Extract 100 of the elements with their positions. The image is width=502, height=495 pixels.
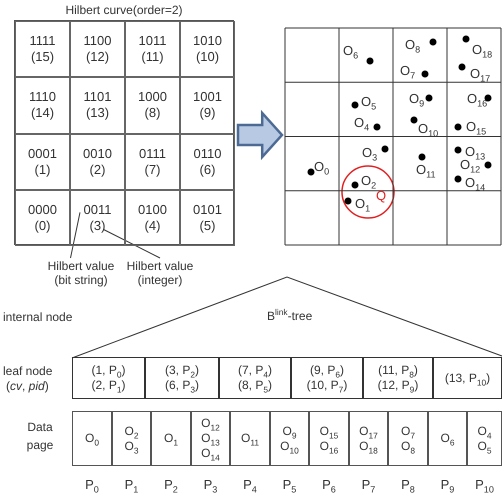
grid-cell — [70, 77, 125, 134]
grid-cell — [180, 77, 235, 134]
page-id: P$_{3}$ — [202, 478, 218, 492]
annotation-text: Hilbert value (bit string) — [46, 259, 116, 287]
grid-cell — [125, 77, 180, 134]
hilbert-integer: (4) — [144, 218, 160, 234]
block-arrow — [236, 110, 284, 160]
hilbert-bit-string: 0111 — [139, 146, 166, 162]
data-page-cell: O$_{2}$ O$_{3}$ — [112, 411, 151, 466]
grid-cell — [70, 190, 125, 246]
hilbert-bit-string: 0100 — [138, 202, 167, 218]
leaf-entry: (11, P$_{8}$) (12, P$_{9}$) — [363, 357, 433, 399]
hilbert-integer: (15) — [30, 49, 54, 66]
point-label: O$_{13}$ — [465, 145, 486, 160]
hilbert-integer: (11) — [141, 49, 164, 66]
hilbert-integer: (5) — [200, 218, 216, 234]
grid-cell — [180, 134, 235, 190]
data-page-cell: O$_{4}$ O$_{5}$ — [467, 411, 502, 466]
hilbert-bit-string: 1010 — [193, 33, 222, 50]
row-label: (cv, pid) — [6, 380, 49, 394]
hilbert-bit-string: 1011 — [138, 33, 166, 50]
tree-label: B$^{link}$-tree — [267, 310, 312, 324]
data-page-cell: O$_{1}$ — [151, 411, 191, 466]
grid-cell — [15, 134, 70, 190]
grid-cell — [15, 190, 70, 246]
point-label: O$_{4}$ — [354, 116, 370, 130]
point-label: O$_{2}$ — [361, 174, 376, 188]
leader-line — [102, 228, 160, 258]
hilbert-bit-string: 0101 — [193, 202, 222, 218]
grid-cell — [125, 134, 180, 190]
page-id: P$_{10}$ — [474, 478, 494, 492]
hilbert-integer: (6) — [200, 162, 216, 178]
grid-cell — [125, 190, 180, 246]
grid-cell — [70, 134, 125, 190]
grid-cell — [180, 21, 235, 78]
leaf-entry: (1, P$_{0}$) (2, P$_{1}$) — [72, 357, 145, 399]
hilbert-bit-string: 1000 — [138, 89, 167, 106]
leaf-entry: (7, P$_{4}$) (8, P$_{5}$) — [219, 357, 291, 399]
page-id: P$_{6}$ — [321, 478, 337, 492]
page-id: P$_{5}$ — [282, 478, 298, 492]
data-page-cell: O$_{9}$ O$_{10}$ — [270, 411, 309, 466]
point-label: O$_{3}$ — [362, 146, 378, 160]
hilbert-bit-string: 1100 — [84, 33, 112, 50]
grid-title: Hilbert curve(order=2) — [64, 4, 184, 18]
hilbert-integer: (13) — [86, 105, 110, 122]
point-label: O$_{1}$ — [355, 197, 370, 212]
hilbert-bit-string: 0010 — [83, 146, 112, 162]
point-label: O$_{14}$ — [465, 176, 486, 190]
leaf-entry: (3, P$_{2}$) (6, P$_{3}$) — [145, 357, 219, 399]
page-id: P$_{4}$ — [242, 478, 258, 492]
data-page-cell: O$_{6}$ — [428, 411, 467, 466]
grid-cell — [15, 21, 70, 78]
point-label: O$_{6}$ — [343, 44, 358, 58]
hilbert-bit-string: 1001 — [193, 89, 222, 106]
grid-cell — [180, 190, 235, 246]
row-label: internal node — [3, 311, 72, 324]
point-label: O$_{18}$ — [472, 43, 492, 58]
hilbert-integer: (1) — [34, 162, 50, 178]
page-id: P$_{9}$ — [440, 478, 456, 492]
page-id: P$_{2}$ — [163, 478, 179, 492]
point-label: O$_{17}$ — [470, 67, 490, 82]
point-label: O$_{11}$ — [416, 163, 436, 178]
page-id: P$_{8}$ — [400, 478, 416, 492]
hilbert-bit-string: 1111 — [29, 33, 56, 50]
data-page-cell: O$_{7}$ O$_{8}$ — [388, 411, 428, 466]
hilbert-bit-string: 1101 — [84, 89, 112, 106]
point-label: O$_{9}$ — [409, 92, 424, 106]
hilbert-integer: (10) — [196, 49, 220, 66]
hilbert-bit-string: 0011 — [84, 202, 112, 218]
hilbert-bit-string: 0001 — [28, 146, 57, 162]
point-label: O$_{7}$ — [400, 64, 416, 78]
data-page-cell: O$_{15}$ O$_{16}$ — [309, 411, 349, 466]
data-page-cell: O$_{11}$ — [230, 411, 270, 466]
data-page-cell: O$_{0}$ — [72, 411, 112, 466]
point-label: O$_{0}$ — [314, 160, 330, 174]
hilbert-integer: (9) — [200, 105, 216, 122]
point-label: O$_{8}$ — [405, 38, 420, 52]
grid-cell — [70, 21, 125, 78]
point-label: O$_{16}$ — [467, 92, 488, 106]
hilbert-integer: (2) — [90, 162, 106, 178]
hilbert-integer: (3) — [90, 218, 106, 234]
hilbert-integer: (0) — [34, 218, 50, 234]
hilbert-bit-string: 0110 — [194, 146, 222, 162]
point-label: O$_{12}$ — [460, 158, 480, 172]
hilbert-bit-string: 0000 — [28, 202, 57, 218]
page-id: P$_{7}$ — [360, 478, 376, 492]
hilbert-integer: (14) — [30, 105, 54, 122]
leaf-entry: (9, P$_{6}$) (10, P$_{7}$) — [291, 357, 363, 399]
row-label: leaf node — [3, 365, 52, 378]
point-label: O$_{15}$ — [466, 120, 486, 134]
query-label: Q — [376, 189, 386, 204]
hilbert-bit-string: 1110 — [29, 89, 56, 106]
hilbert-integer: (7) — [144, 162, 160, 178]
hilbert-integer: (8) — [144, 105, 160, 122]
page-id: P$_{1}$ — [124, 478, 140, 492]
hilbert-integer: (12) — [86, 49, 110, 66]
grid-cell — [125, 21, 180, 78]
leaf-entry: (13, P$_{10}$) — [433, 357, 502, 399]
page-id: P$_{0}$ — [84, 478, 100, 492]
grid-cell — [15, 77, 70, 134]
